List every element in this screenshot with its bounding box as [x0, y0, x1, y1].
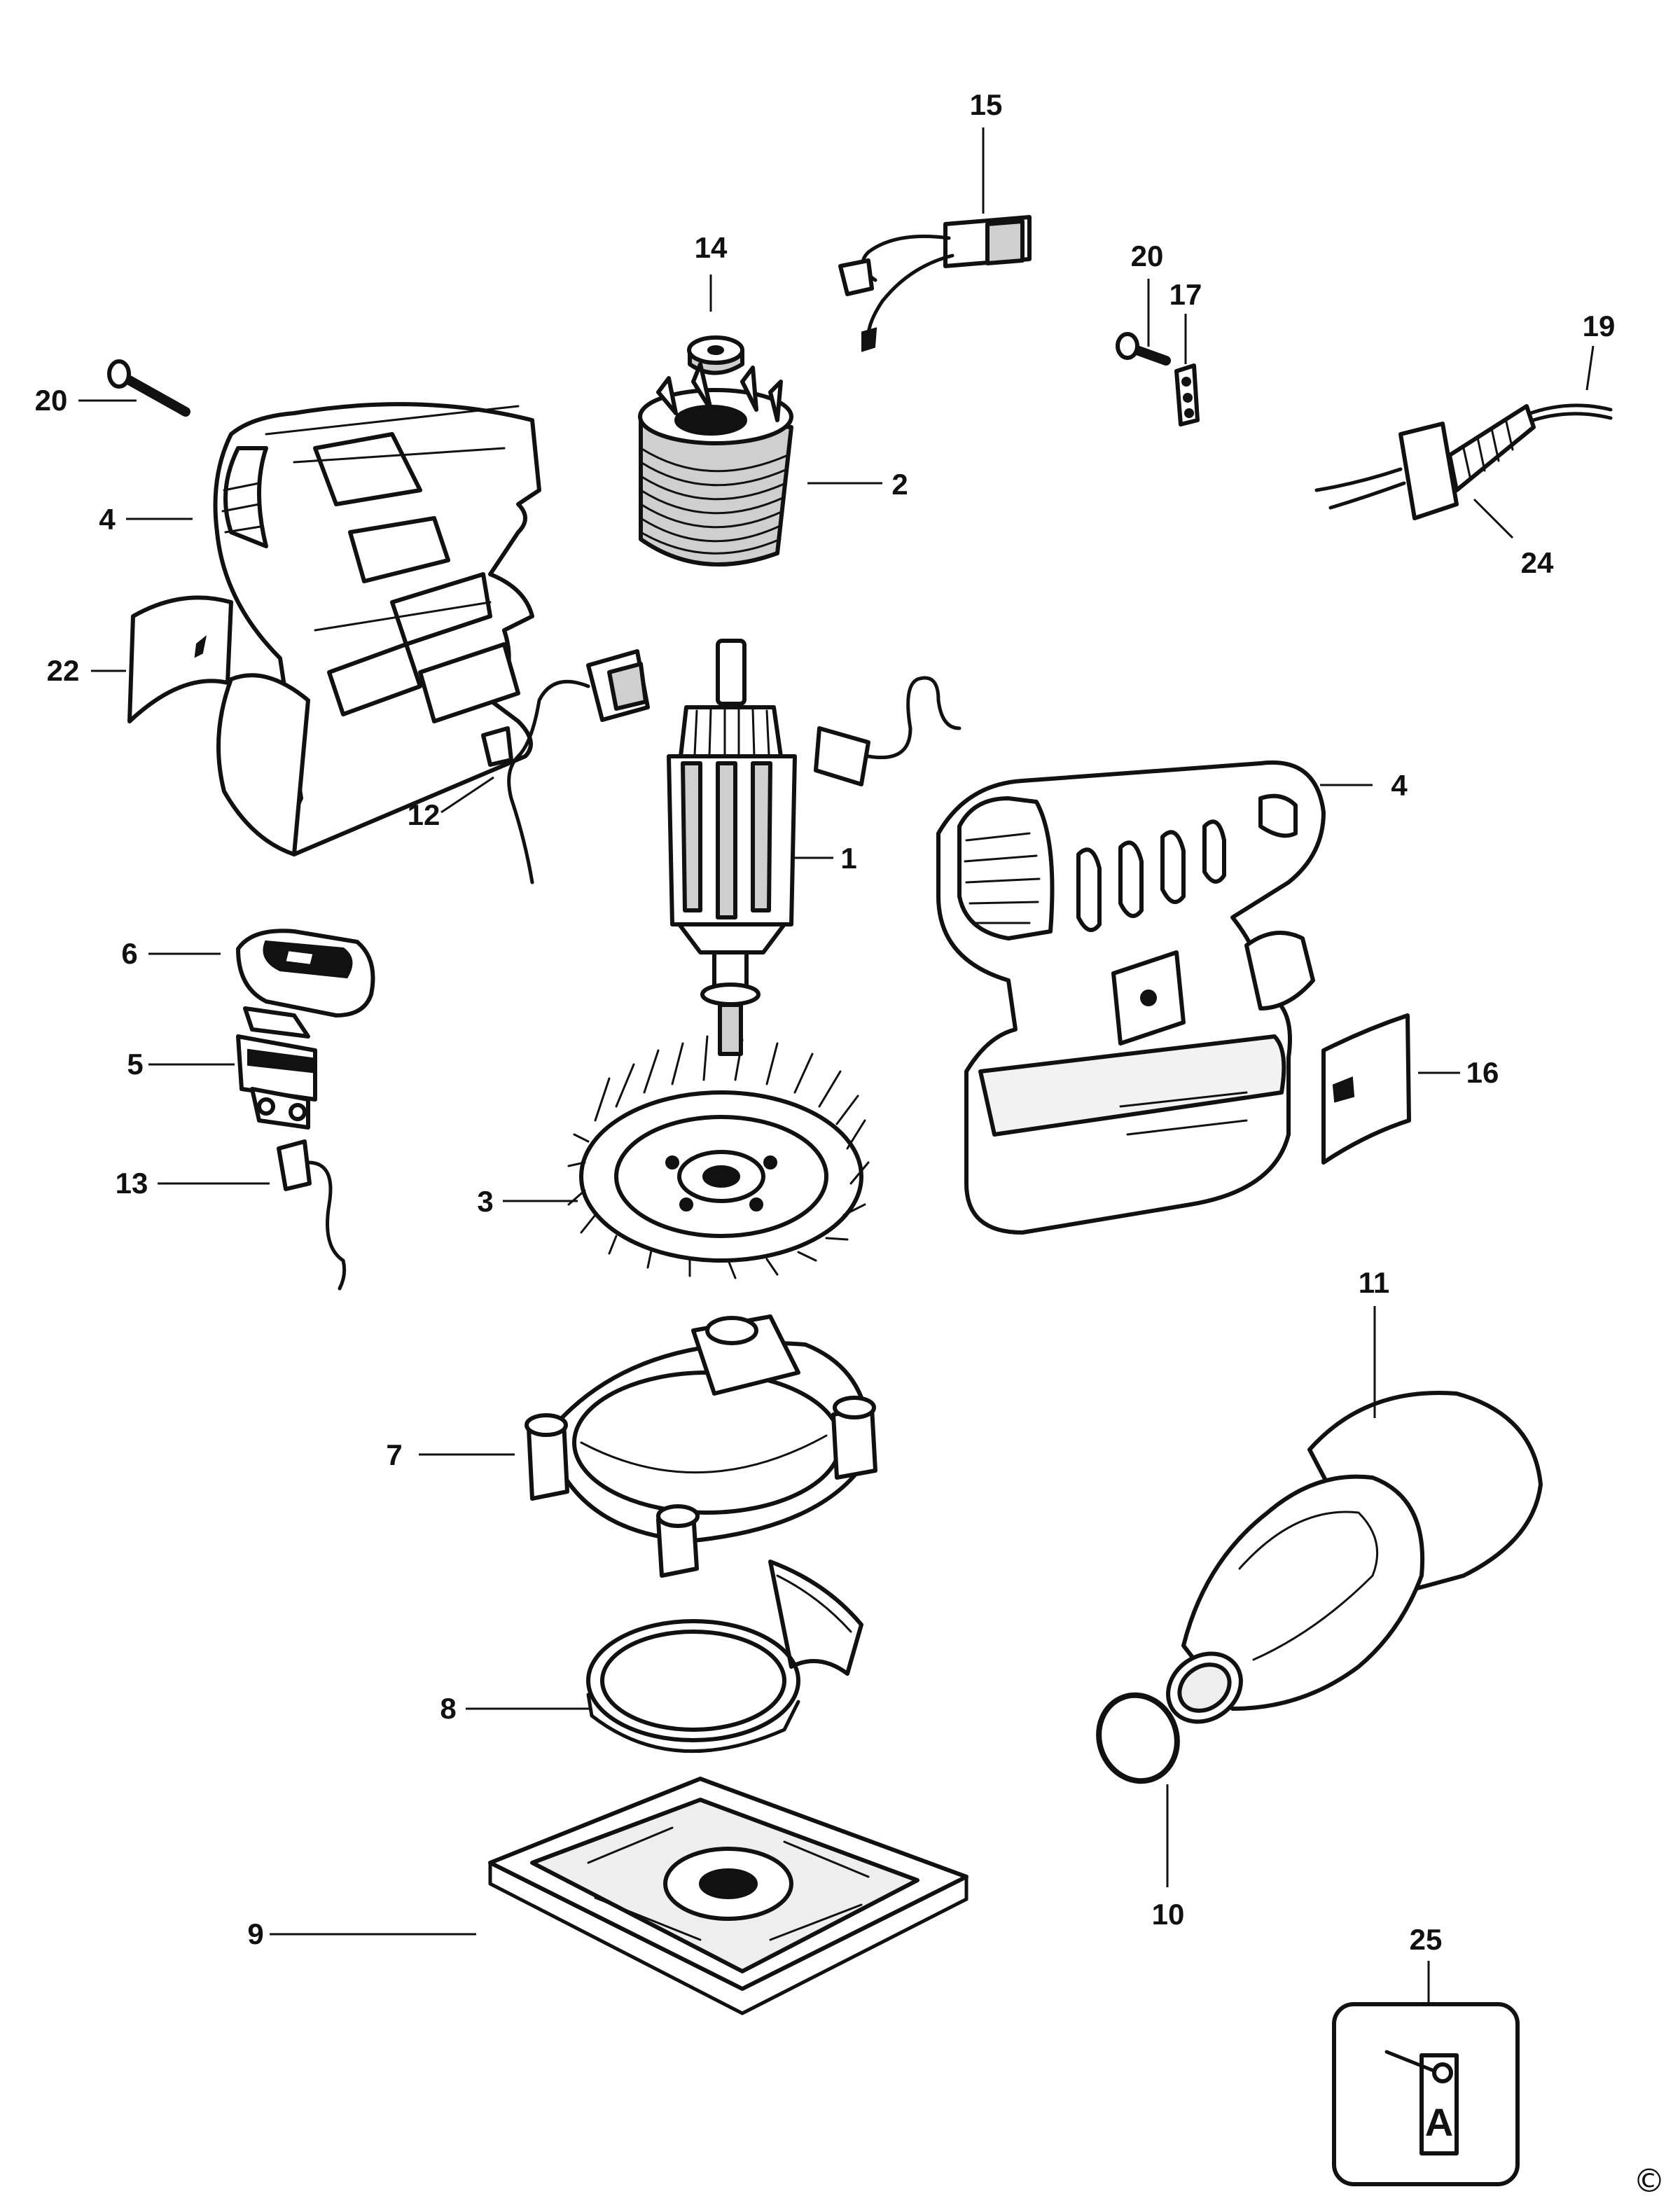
part-16-label-right: [1321, 1013, 1411, 1165]
part-13-terminal: [277, 1139, 347, 1291]
label-9: 9: [247, 1917, 263, 1950]
part-12-brush-lead: [481, 649, 650, 884]
part-8-dust-shroud: [586, 1560, 863, 1754]
kit-letter: A: [1425, 2100, 1453, 2144]
part-1-armature: [667, 639, 797, 1056]
label-25: 25: [1410, 1923, 1443, 1956]
label-7: 7: [386, 1438, 402, 1471]
label-2: 2: [891, 468, 908, 501]
label-4-left: 4: [99, 503, 116, 536]
brush-lead-center: [814, 676, 962, 786]
label-22: 22: [47, 654, 80, 687]
leader-lines: [78, 127, 1595, 2003]
label-17: 17: [1169, 278, 1202, 311]
part-9-base-plate: [488, 1777, 969, 2015]
label-20-right: 20: [1131, 239, 1164, 272]
label-19: 19: [1583, 310, 1616, 342]
part-11-dust-canister: [1166, 1391, 1543, 1724]
part-2-field-stator: [638, 362, 793, 567]
label-11: 11: [1359, 1266, 1389, 1299]
label-5: 5: [127, 1048, 143, 1081]
part-19-power-cord: [1525, 403, 1613, 424]
label-4-right: 4: [1391, 769, 1408, 802]
part-25-kit-box: A: [1332, 2002, 1520, 2186]
label-3: 3: [477, 1185, 493, 1218]
copyright-symbol: ©: [1633, 2162, 1665, 2200]
part-20-screw-right: [1116, 332, 1171, 366]
part-6-switch-cap: [236, 929, 375, 1018]
part-20-screw-left: [107, 359, 190, 417]
part-4-housing-left: [213, 402, 541, 856]
label-20-left: 20: [35, 384, 68, 417]
label-6: 6: [121, 937, 137, 970]
label-15: 15: [970, 88, 1003, 121]
part-17-cord-clamp: [1174, 363, 1200, 426]
label-24: 24: [1521, 546, 1554, 579]
label-12: 12: [408, 798, 440, 831]
part-24-cord-guard: [1314, 404, 1536, 520]
part-10-o-ring: [1096, 1692, 1180, 1784]
part-5-switch: [236, 1006, 317, 1130]
part-22-label-left: [127, 595, 233, 723]
label-14: 14: [695, 231, 728, 264]
part-4-housing-right: [936, 760, 1326, 1235]
part-labels: 15 14 20 17 19 20 2 4 24 22 12 1 4 6 5 1…: [35, 88, 1616, 1956]
label-8: 8: [440, 1692, 456, 1725]
label-1: 1: [840, 842, 856, 875]
part-15-brush-lead: [838, 215, 1032, 352]
part-3-fan: [567, 1035, 870, 1279]
label-16: 16: [1466, 1056, 1499, 1089]
part-7-bearing-housing: [525, 1314, 877, 1578]
label-10: 10: [1152, 1898, 1185, 1931]
label-13: 13: [116, 1167, 148, 1200]
